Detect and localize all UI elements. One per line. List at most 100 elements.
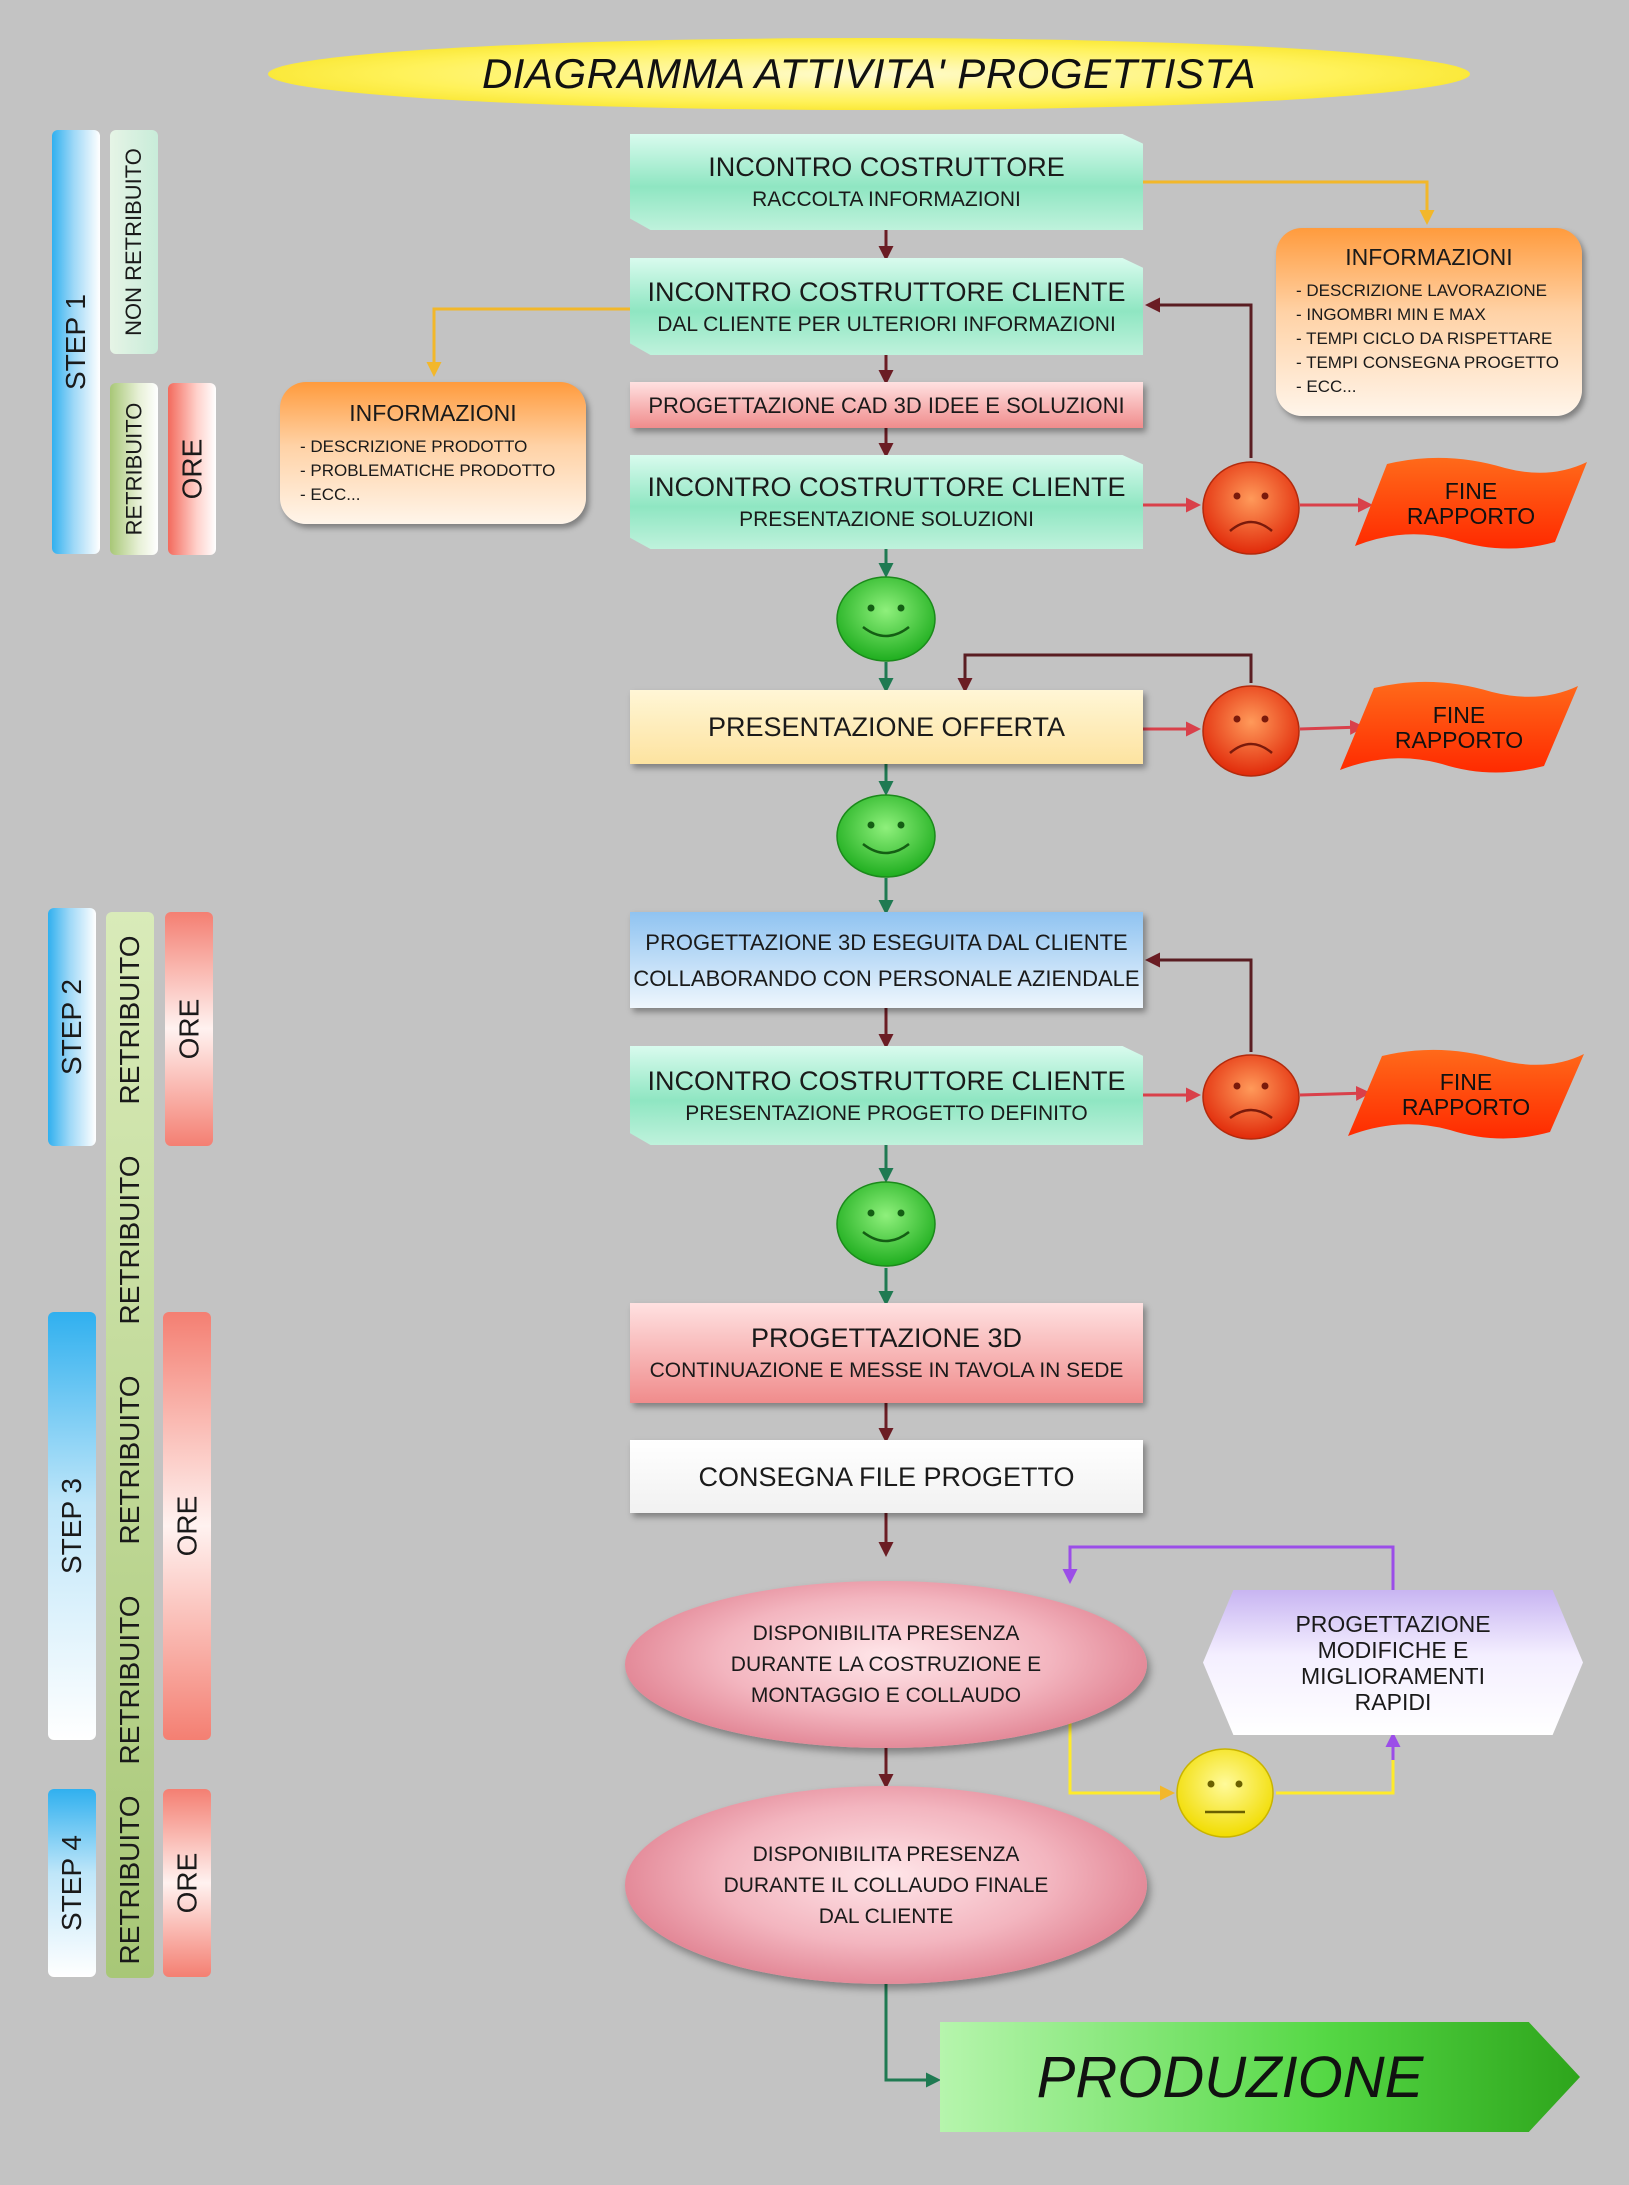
ellipse-disponibilita-costruzione: DISPONIBILITA PRESENZA DURANTE LA COSTRU…: [625, 1581, 1147, 1748]
arrow-n1-info-right: [1143, 180, 1435, 225]
retribuito-label-3: RETRIBUITO: [114, 1375, 145, 1545]
step2-bar: STEP 2: [48, 908, 96, 1146]
loop-sad3-n6: [1145, 952, 1253, 1052]
smile-face-icon: [836, 576, 936, 662]
smile-face-icon: [836, 794, 936, 878]
arrow-e1-neutral: [1068, 1722, 1175, 1801]
fine-label: FINE: [1439, 1069, 1493, 1095]
node-incontro-cliente-info: INCONTRO COSTRUTTORE CLIENTE DAL CLIENTE…: [630, 258, 1143, 355]
node4-title: INCONTRO COSTRUTTORE CLIENTE: [647, 472, 1126, 502]
info-left-item: - ECC...: [300, 485, 361, 504]
info-right-item: - ECC...: [1296, 377, 1357, 396]
non-retribuito-bar: NON RETRIBUITO: [110, 130, 158, 354]
arrow-sad3-fine3: [1299, 1085, 1371, 1101]
node3-title: PROGETTAZIONE CAD 3D IDEE E SOLUZIONI: [648, 393, 1125, 418]
produzione-arrow: PRODUZIONE: [940, 2022, 1580, 2132]
ellipse2-line2: DURANTE IL COLLAUDO FINALE: [723, 1873, 1049, 1897]
fine-rapporto-1: FINE RAPPORTO: [1355, 456, 1587, 552]
fine-label: FINE: [1432, 702, 1486, 728]
retribuito-label-1: RETRIBUITO: [114, 935, 145, 1105]
page-title: DIAGRAMMA ATTIVITA' PROGETTISTA: [481, 50, 1257, 97]
retribuito-label-step1: RETRIBUITO: [121, 402, 147, 536]
neutral-face-icon: [1176, 1748, 1274, 1838]
arrow-sad2-fine2: [1299, 719, 1365, 735]
loop-sad2-n5: [957, 653, 1253, 693]
node-presentazione-progetto: INCONTRO COSTRUTTORE CLIENTE PRESENTAZIO…: [630, 1046, 1143, 1145]
node1-subtitle: RACCOLTA INFORMAZIONI: [752, 188, 1021, 211]
retribuito-long-bar: RETRIBUITO RETRIBUITO RETRIBUITO RETRIBU…: [106, 912, 154, 1978]
ellipse1-line2: DURANTE LA COSTRUZIONE E: [730, 1653, 1042, 1676]
node7-subtitle: PRESENTAZIONE PROGETTO DEFINITO: [685, 1101, 1088, 1125]
sad-face-icon: [1202, 1054, 1300, 1140]
ellipse2-line3: DAL CLIENTE: [818, 1904, 954, 1928]
info-box-right: INFORMAZIONI - DESCRIZIONE LAVORAZIONE -…: [1276, 228, 1582, 416]
ore-label-step2: ORE: [173, 998, 204, 1060]
ellipse2-line1: DISPONIBILITA PRESENZA: [752, 1842, 1020, 1866]
ore-label-step3: ORE: [171, 1495, 202, 1557]
fine-rapporto-2: FINE RAPPORTO: [1340, 680, 1578, 776]
info-left-item: - DESCRIZIONE PRODOTTO: [300, 437, 528, 456]
info-right-item: - TEMPI CONSEGNA PROGETTO: [1296, 353, 1559, 372]
node-progettazione-3d-cliente: PROGETTAZIONE 3D ESEGUITA DAL CLIENTE CO…: [630, 912, 1143, 1008]
rapporto-label: RAPPORTO: [1401, 1094, 1531, 1120]
hex-line2: MODIFICHE E: [1317, 1636, 1469, 1663]
sad-face-icon: [1202, 685, 1300, 777]
step4-label: STEP 4: [56, 1835, 88, 1931]
fine-label: FINE: [1444, 478, 1498, 504]
info-left-item: - PROBLEMATICHE PRODOTTO: [300, 461, 556, 480]
info-box-left: INFORMAZIONI - DESCRIZIONE PRODOTTO - PR…: [280, 382, 586, 524]
info-right-title: INFORMAZIONI: [1345, 244, 1513, 270]
fine-rapporto-shape: [1355, 457, 1587, 549]
node2-title: INCONTRO COSTRUTTORE CLIENTE: [647, 276, 1126, 307]
node-presentazione-soluzioni: INCONTRO COSTRUTTORE CLIENTE PRESENTAZIO…: [630, 455, 1143, 549]
step1-label: STEP 1: [60, 294, 92, 390]
arrow-e2-produzione: [884, 1984, 941, 2088]
rapporto-label: RAPPORTO: [1406, 503, 1536, 529]
node5-title: PRESENTAZIONE OFFERTA: [707, 712, 1066, 742]
info-right-item: - TEMPI CICLO DA RISPETTARE: [1296, 329, 1553, 348]
step1-bar: STEP 1: [52, 130, 100, 554]
retribuito-label-5: RETRIBUITO: [114, 1795, 145, 1965]
smile-face-icon: [836, 1181, 936, 1267]
fine-rapporto-shape: [1348, 1049, 1584, 1139]
node-progettazione-3d: PROGETTAZIONE 3D CONTINUAZIONE E MESSE I…: [630, 1303, 1143, 1403]
fine-rapporto-shape: [1340, 681, 1578, 773]
hex-line1: PROGETTAZIONE: [1295, 1610, 1491, 1637]
hex-line3: MIGLIORAMENTI: [1300, 1662, 1485, 1689]
ore-label-step4: ORE: [171, 1852, 202, 1914]
node-progettazione-cad: PROGETTAZIONE CAD 3D IDEE E SOLUZIONI: [630, 382, 1143, 428]
non-retribuito-label: NON RETRIBUITO: [121, 148, 147, 336]
ellipse1-line1: DISPONIBILITA PRESENZA: [752, 1622, 1020, 1645]
node6-line1: PROGETTAZIONE 3D ESEGUITA DAL CLIENTE: [645, 930, 1128, 955]
arrow-n2-info-left: [426, 307, 630, 377]
info-left-title: INFORMAZIONI: [349, 400, 517, 426]
ore-bar-step4: ORE: [163, 1789, 211, 1977]
hexagon-progettazione-modifiche: PROGETTAZIONE MODIFICHE E MIGLIORAMENTI …: [1203, 1590, 1583, 1735]
node-incontro-costruttore: INCONTRO COSTRUTTORE RACCOLTA INFORMAZIO…: [630, 134, 1143, 230]
produzione-label: PRODUZIONE: [1036, 2044, 1424, 2110]
node7-title: INCONTRO COSTRUTTORE CLIENTE: [647, 1065, 1126, 1096]
fine-rapporto-3: FINE RAPPORTO: [1348, 1048, 1584, 1142]
step3-bar: STEP 3: [48, 1312, 96, 1740]
hex-line4: RAPIDI: [1354, 1688, 1432, 1715]
retribuito-label-2: RETRIBUITO: [114, 1155, 145, 1325]
node8-subtitle: CONTINUAZIONE E MESSE IN TAVOLA IN SEDE: [649, 1359, 1124, 1382]
ellipse-disponibilita-collaudo: DISPONIBILITA PRESENZA DURANTE IL COLLAU…: [625, 1786, 1147, 1984]
node2-subtitle: DAL CLIENTE PER ULTERIORI INFORMAZIONI: [657, 312, 1116, 336]
ore-bar-step2: ORE: [165, 912, 213, 1146]
line-neutral-hex: [1276, 1735, 1395, 1795]
step2-label: STEP 2: [56, 979, 88, 1075]
info-right-item: - INGOMBRI MIN E MAX: [1296, 305, 1486, 324]
ore-bar-step3: ORE: [163, 1312, 211, 1740]
node-presentazione-offerta: PRESENTAZIONE OFFERTA: [630, 690, 1143, 764]
retribuito-bar-step1: RETRIBUITO: [110, 383, 158, 555]
loop-sad1-n2: [1145, 297, 1253, 458]
rapporto-label: RAPPORTO: [1394, 727, 1524, 753]
node9-title: CONSEGNA FILE PROGETTO: [698, 1461, 1075, 1492]
step4-bar: STEP 4: [48, 1789, 96, 1977]
node4-subtitle: PRESENTAZIONE SOLUZIONI: [739, 508, 1034, 531]
node8-title: PROGETTAZIONE 3D: [750, 1323, 1023, 1353]
ellipse1-line3: MONTAGGIO E COLLAUDO: [750, 1684, 1022, 1707]
node1-title: INCONTRO COSTRUTTORE: [708, 152, 1065, 182]
